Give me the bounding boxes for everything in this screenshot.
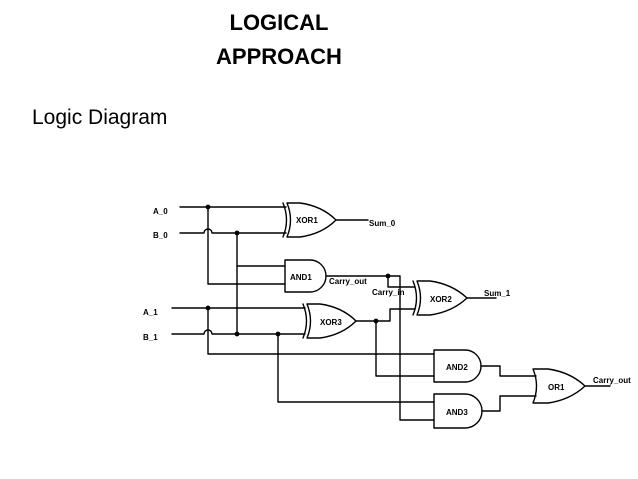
- input-label-b1: B_1: [143, 333, 158, 342]
- junction-dot: [373, 318, 379, 324]
- gate-label-xor2: XOR2: [430, 295, 452, 304]
- gate-and2: AND2: [434, 350, 481, 382]
- signal-label-sum0: Sum_0: [369, 219, 396, 228]
- input-label-a1: A_1: [143, 308, 158, 317]
- junction-dot: [385, 273, 391, 279]
- input-label-a0: A_0: [153, 207, 168, 216]
- gate-and1: AND1: [285, 260, 326, 292]
- junction-dot: [234, 230, 240, 236]
- subtitle: Logic Diagram: [32, 106, 168, 129]
- wires: [172, 207, 610, 420]
- slide-title: LOGICAL APPROACH: [0, 6, 558, 74]
- gate-label-and3: AND3: [446, 408, 468, 417]
- signal-label-carry-out-mid: Carry_out: [329, 277, 367, 286]
- input-label-b0: B_0: [153, 231, 168, 240]
- junction-dots: [205, 204, 391, 337]
- gate-label-xor1: XOR1: [296, 216, 318, 225]
- junction-dot: [205, 204, 211, 210]
- gate-xor1: XOR1: [283, 203, 336, 237]
- gate-xor2: XOR2: [413, 281, 467, 315]
- title-line-2: APPROACH: [216, 44, 342, 69]
- title-line-1: LOGICAL: [229, 10, 329, 35]
- gate-and3: AND3: [434, 394, 482, 428]
- gate-label-and1: AND1: [290, 273, 312, 282]
- gate-or1: OR1: [533, 369, 585, 403]
- gate-xor3: XOR3: [303, 304, 356, 338]
- gate-label-and2: AND2: [446, 363, 468, 372]
- junction-dot: [205, 305, 211, 311]
- junction-dot: [234, 331, 240, 337]
- signal-label-sum1: Sum_1: [484, 289, 511, 298]
- junction-dot: [275, 331, 281, 337]
- gate-label-xor3: XOR3: [320, 318, 342, 327]
- signal-label-carry-in: Carry_in: [372, 288, 405, 297]
- signal-label-carry-out-final: Carry_out: [593, 376, 631, 385]
- gate-label-or1: OR1: [548, 383, 565, 392]
